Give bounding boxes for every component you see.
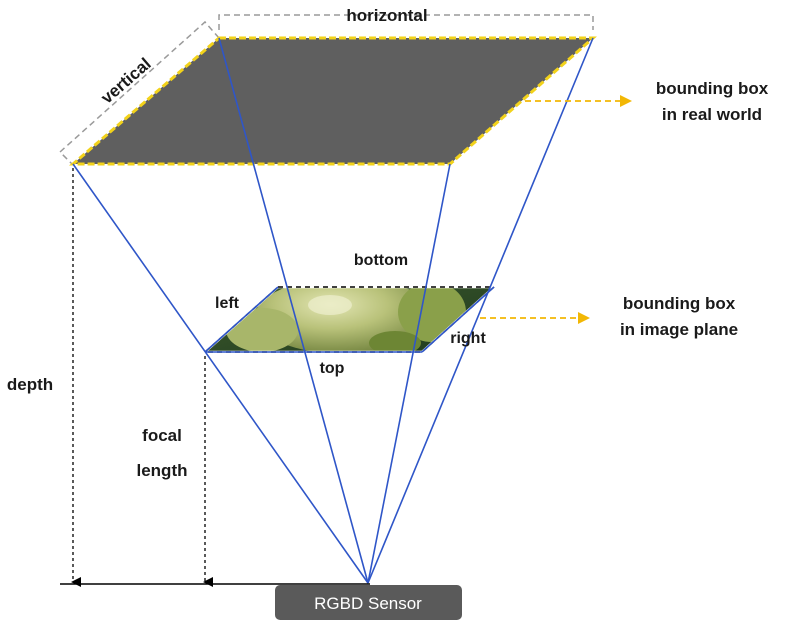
focal-length-label-line1: focal — [142, 426, 182, 445]
focal-length-label-line2: length — [137, 461, 188, 480]
bottom-edge-label: bottom — [354, 252, 408, 269]
rgbd-sensor-box — [275, 585, 462, 620]
vertical-dimension-bracket — [58, 20, 220, 166]
rgbd-sensor-label: RGBD Sensor — [314, 594, 422, 613]
left-edge-label: left — [215, 295, 240, 312]
bbox-real-world-label-line2: in real world — [662, 105, 762, 124]
depth-label: depth — [7, 375, 53, 394]
horizontal-label: horizontal — [346, 6, 427, 25]
vertical-label: vertical — [97, 54, 154, 107]
bbox-image-plane-label-line2: in image plane — [620, 320, 738, 339]
bbox-image-plane-label-line1: bounding box — [623, 294, 736, 313]
horizontal-dimension-bracket — [218, 14, 594, 30]
right-edge-label: right — [450, 330, 486, 347]
projection-lines — [72, 37, 594, 584]
real-world-bounding-box — [68, 36, 597, 166]
top-edge-label: top — [320, 360, 345, 377]
bbox-real-world-label-line1: bounding box — [656, 79, 769, 98]
